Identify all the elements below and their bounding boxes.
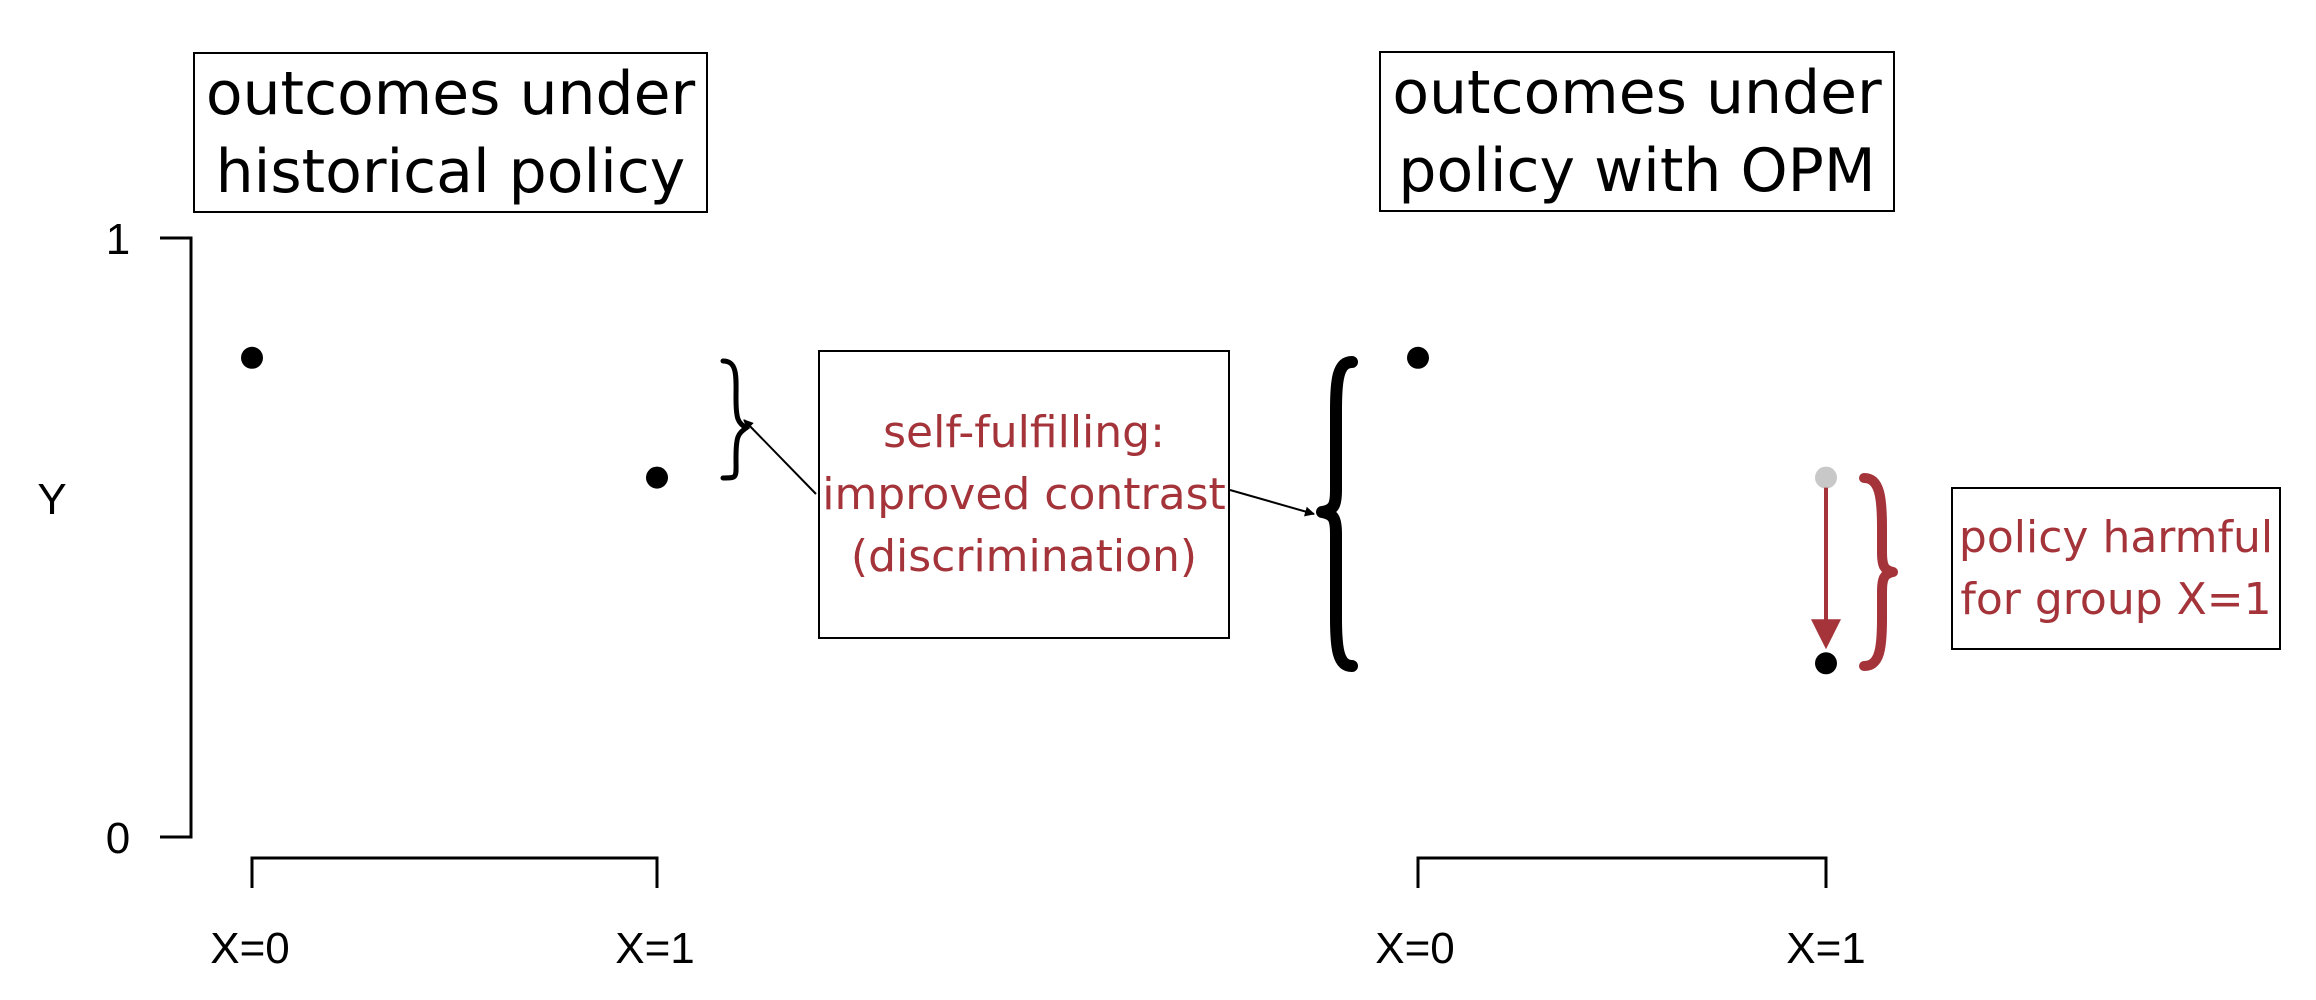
y-tick-0: 0 <box>106 814 130 863</box>
self-fulfilling-line-2: improved contrast <box>822 468 1226 520</box>
x-tick-right-x0: X=0 <box>1375 924 1455 973</box>
y-tick-1: 1 <box>106 215 130 264</box>
drop-arrow-head <box>1811 619 1841 650</box>
point-right-x1 <box>1815 652 1837 675</box>
self-fulfilling-note: self-fulfilling: improved contrast (disc… <box>818 350 1230 639</box>
title-historical-line-1: outcomes under <box>205 58 696 129</box>
y-axis-label: Y <box>37 475 66 524</box>
x-axis-left <box>250 856 659 888</box>
point-left-x0 <box>241 346 263 369</box>
harmful-line-1: policy harmful <box>1958 511 2274 563</box>
x-tick-left-x0: X=0 <box>210 924 290 973</box>
y-axis-line <box>160 236 193 839</box>
title-opm-line-2: policy with OPM <box>1398 135 1876 206</box>
self-fulfilling-line-1: self-fulfilling: <box>883 406 1165 458</box>
contrast-brace-small <box>720 358 751 481</box>
policy-harmful-note: policy harmful for group X=1 <box>1951 487 2281 650</box>
harm-brace <box>1859 473 1898 671</box>
point-left-x1 <box>646 466 668 489</box>
x-tick-left-x1: X=1 <box>615 924 695 973</box>
x-tick-right-x1: X=1 <box>1786 924 1866 973</box>
self-fulfilling-line-3: (discrimination) <box>850 530 1198 582</box>
connector-arrow-right <box>1229 489 1315 517</box>
title-box-historical: outcomes under historical policy <box>193 52 708 213</box>
connector-arrow-left <box>743 419 817 495</box>
point-right-x0 <box>1407 346 1429 369</box>
title-opm-line-1: outcomes under <box>1392 57 1882 128</box>
x-axis-right <box>1416 856 1828 888</box>
harmful-line-2: for group X=1 <box>1960 573 2272 625</box>
title-box-opm: outcomes under policy with OPM <box>1379 51 1895 212</box>
contrast-brace-large <box>1316 356 1358 672</box>
title-historical-line-2: historical policy <box>215 136 686 207</box>
point-right-x1-previous <box>1815 466 1837 489</box>
